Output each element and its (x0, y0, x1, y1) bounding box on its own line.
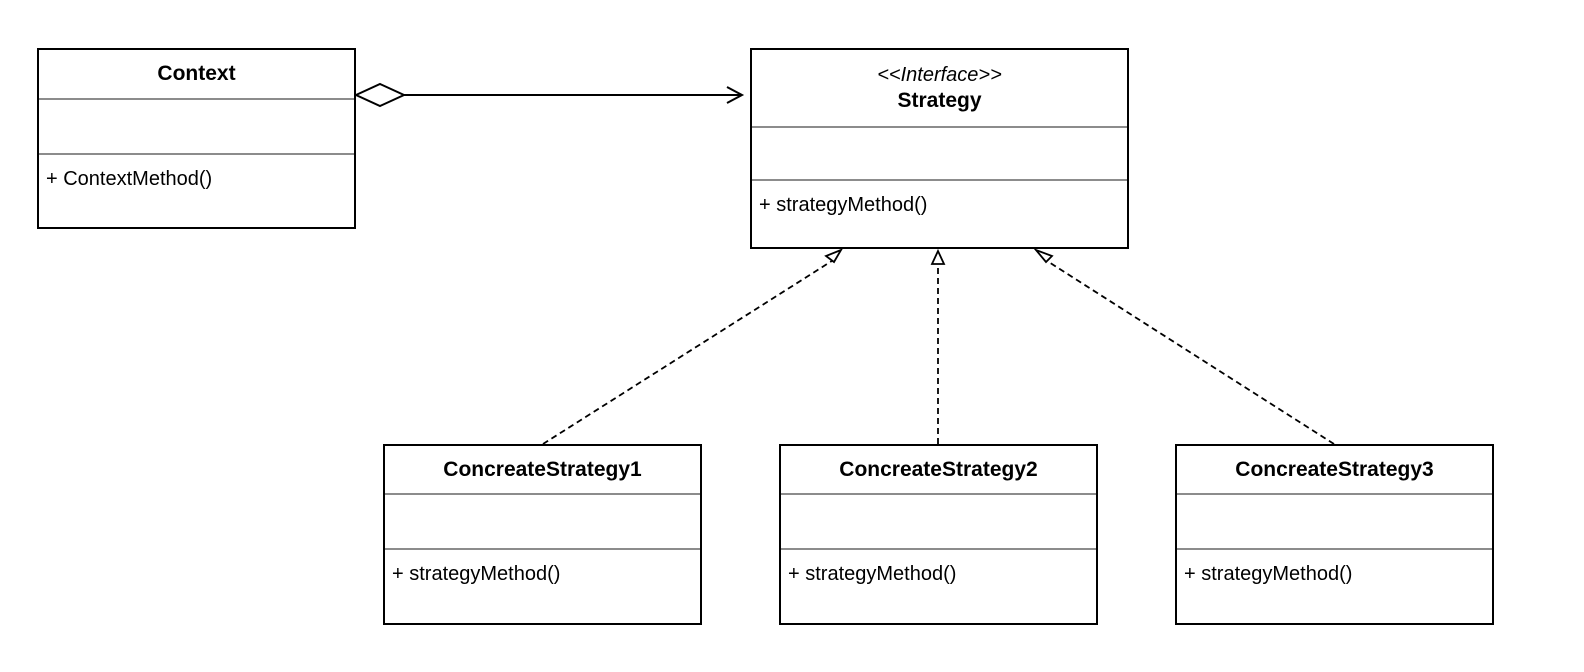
class-concreate-strategy-1-header: ConcreateStrategy1 (385, 446, 700, 495)
class-context-operations: + ContextMethod() (39, 155, 354, 227)
class-concreate-strategy-3-attributes (1177, 495, 1492, 550)
realization-connector-2 (930, 248, 946, 444)
class-concreate-strategy-3-header: ConcreateStrategy3 (1177, 446, 1492, 495)
realization-line-3 (1043, 258, 1335, 445)
operation-strategy-method-2: + strategyMethod() (788, 563, 957, 585)
interface-strategy-attributes (752, 128, 1127, 181)
class-concreate-strategy-1-name: ConcreateStrategy1 (443, 457, 642, 481)
interface-stereotype: <<Interface>> (877, 64, 1002, 86)
operation-strategy-method-3: + strategyMethod() (1184, 563, 1353, 585)
realization-arrowhead-1 (824, 248, 844, 264)
realization-connector-1 (542, 248, 844, 445)
class-context-attributes (39, 100, 354, 155)
class-concreate-strategy-3[interactable]: ConcreateStrategy3 + strategyMethod() (1175, 444, 1494, 625)
class-concreate-strategy-1-operations: + strategyMethod() (385, 550, 700, 623)
class-concreate-strategy-2-header: ConcreateStrategy2 (781, 446, 1096, 495)
class-concreate-strategy-2[interactable]: ConcreateStrategy2 + strategyMethod() (779, 444, 1098, 625)
class-context-name: Context (157, 62, 236, 85)
realization-arrowhead-2 (930, 248, 946, 265)
class-context-header: Context (39, 50, 354, 100)
realization-connector-3 (1033, 247, 1335, 445)
class-concreate-strategy-2-attributes (781, 495, 1096, 550)
aggregation-diamond (353, 82, 407, 108)
interface-strategy-name: Strategy (897, 89, 982, 112)
class-concreate-strategy-1-attributes (385, 495, 700, 550)
interface-strategy-header: <<Interface>> Strategy (752, 50, 1127, 128)
class-concreate-strategy-2-name: ConcreateStrategy2 (839, 457, 1038, 481)
interface-strategy[interactable]: <<Interface>> Strategy + strategyMethod(… (750, 48, 1129, 249)
realization-arrowhead-3 (1033, 247, 1054, 264)
aggregation-connector (353, 82, 745, 108)
class-concreate-strategy-3-name: ConcreateStrategy3 (1235, 457, 1434, 481)
class-concreate-strategy-3-operations: + strategyMethod() (1177, 550, 1492, 623)
class-concreate-strategy-1[interactable]: ConcreateStrategy1 + strategyMethod() (383, 444, 702, 625)
operation-context-method: + ContextMethod() (46, 168, 213, 190)
interface-strategy-operations: + strategyMethod() (752, 181, 1127, 247)
navigation-arrowhead (726, 86, 745, 104)
realization-line-1 (542, 258, 836, 445)
operation-strategy-method: + strategyMethod() (759, 194, 928, 216)
class-concreate-strategy-2-operations: + strategyMethod() (781, 550, 1096, 623)
operation-strategy-method-1: + strategyMethod() (392, 563, 561, 585)
class-context[interactable]: Context + ContextMethod() (37, 48, 356, 229)
